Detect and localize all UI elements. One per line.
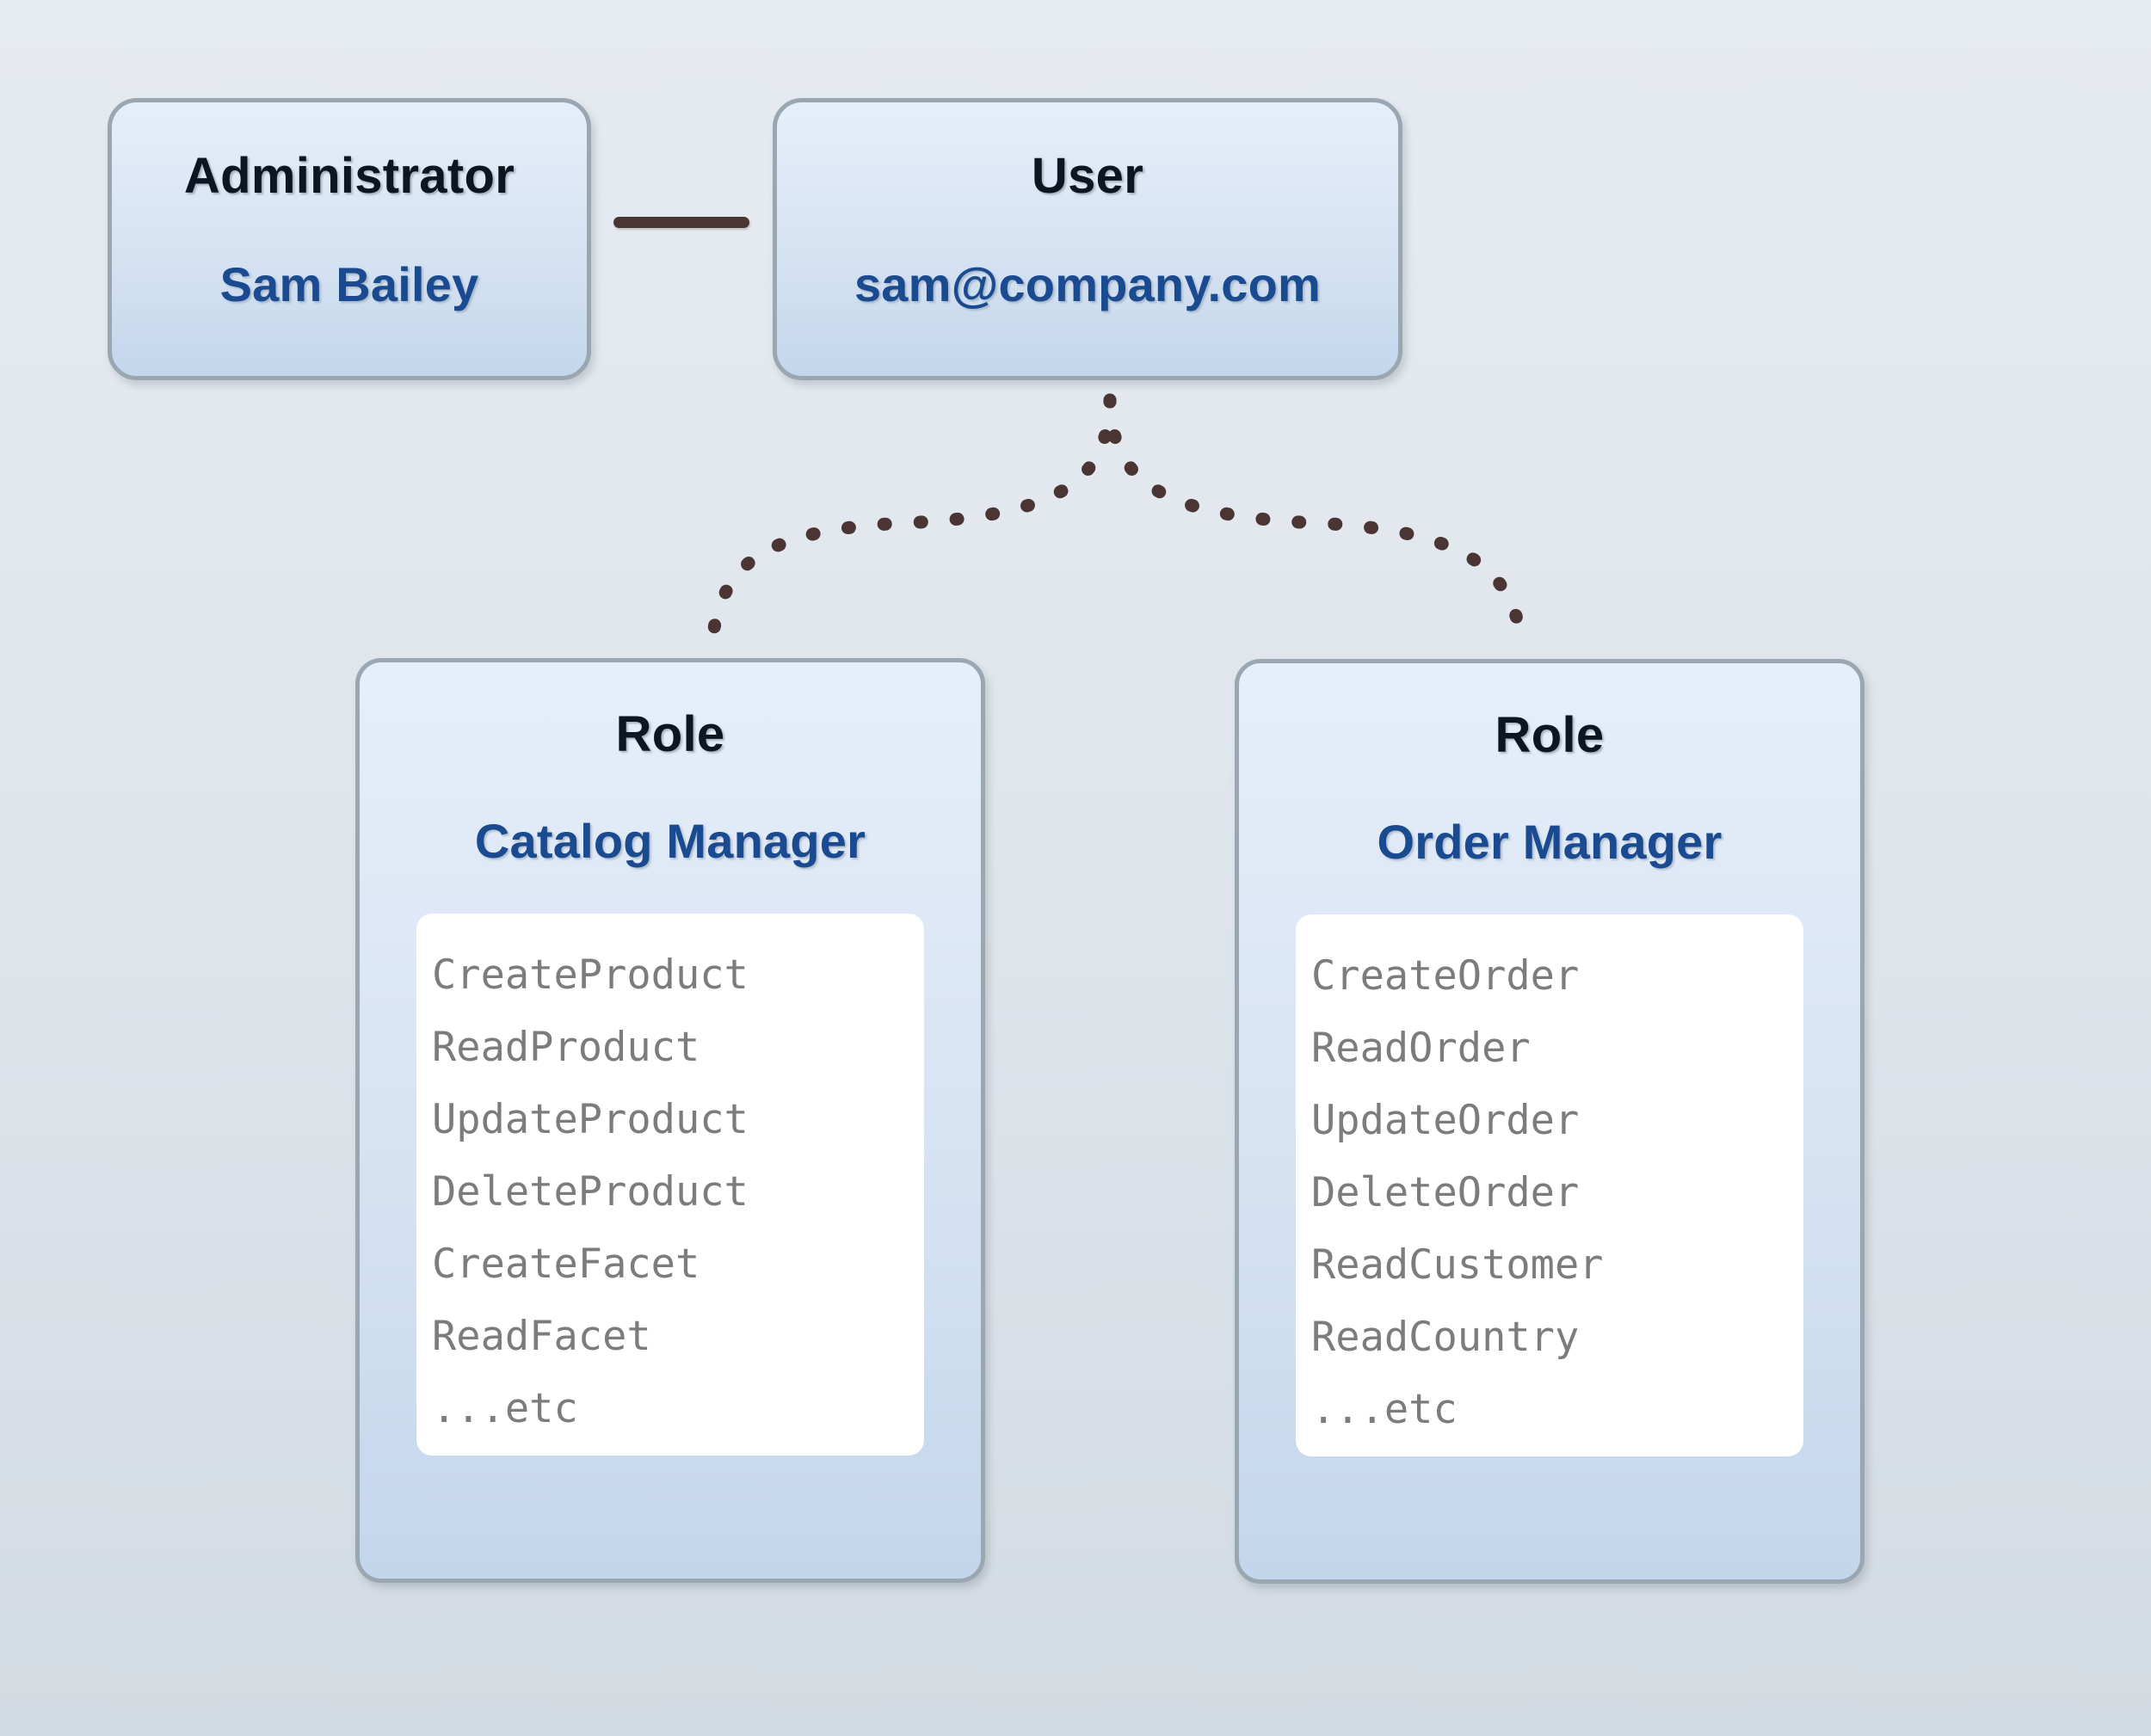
permission-item: CreateOrder	[1311, 952, 1580, 1000]
permission-item: DeleteProduct	[432, 1168, 749, 1216]
permission-item: CreateFacet	[432, 1240, 700, 1288]
permission-item: ...etc	[432, 1385, 578, 1432]
permission-item: ReadCustomer	[1311, 1241, 1604, 1289]
user-type-label: User	[1031, 148, 1144, 204]
permission-item: ...etc	[1311, 1386, 1458, 1433]
permission-item: ReadOrder	[1311, 1025, 1531, 1072]
role-1-value-label: Order Manager	[1377, 815, 1723, 869]
edge-user-to-order-manager	[1103, 393, 1528, 645]
node-administrator[interactable]: Administrator Sam Bailey	[108, 98, 591, 380]
role-0-value-label: Catalog Manager	[474, 814, 866, 868]
node-user[interactable]: User sam@company.com	[773, 98, 1402, 380]
permission-item: CreateProduct	[432, 951, 749, 999]
permission-item: ReadProduct	[432, 1024, 700, 1071]
role-1-type-label: Role	[1495, 707, 1605, 763]
edge-user-to-catalog-manager	[706, 393, 1117, 645]
administrator-value-label: Sam Bailey	[219, 257, 479, 311]
role-1-permission-panel: CreateOrder ReadOrder UpdateOrder Delete…	[1296, 914, 1803, 1456]
administrator-type-label: Administrator	[183, 148, 515, 204]
edge-administrator-user	[613, 217, 749, 228]
permission-item: DeleteOrder	[1311, 1169, 1580, 1216]
permission-item: ReadCountry	[1311, 1314, 1580, 1361]
permission-item: UpdateOrder	[1311, 1097, 1580, 1144]
role-0-type-label: Role	[615, 706, 725, 762]
permission-item: ReadFacet	[432, 1313, 651, 1360]
permission-item: UpdateProduct	[432, 1096, 749, 1143]
node-role-catalog-manager[interactable]: Role Catalog Manager CreateProduct ReadP…	[355, 658, 985, 1583]
role-0-permission-panel: CreateProduct ReadProduct UpdateProduct …	[416, 914, 924, 1456]
user-value-label: sam@company.com	[854, 257, 1322, 311]
node-role-order-manager[interactable]: Role Order Manager CreateOrder ReadOrder…	[1235, 659, 1864, 1584]
